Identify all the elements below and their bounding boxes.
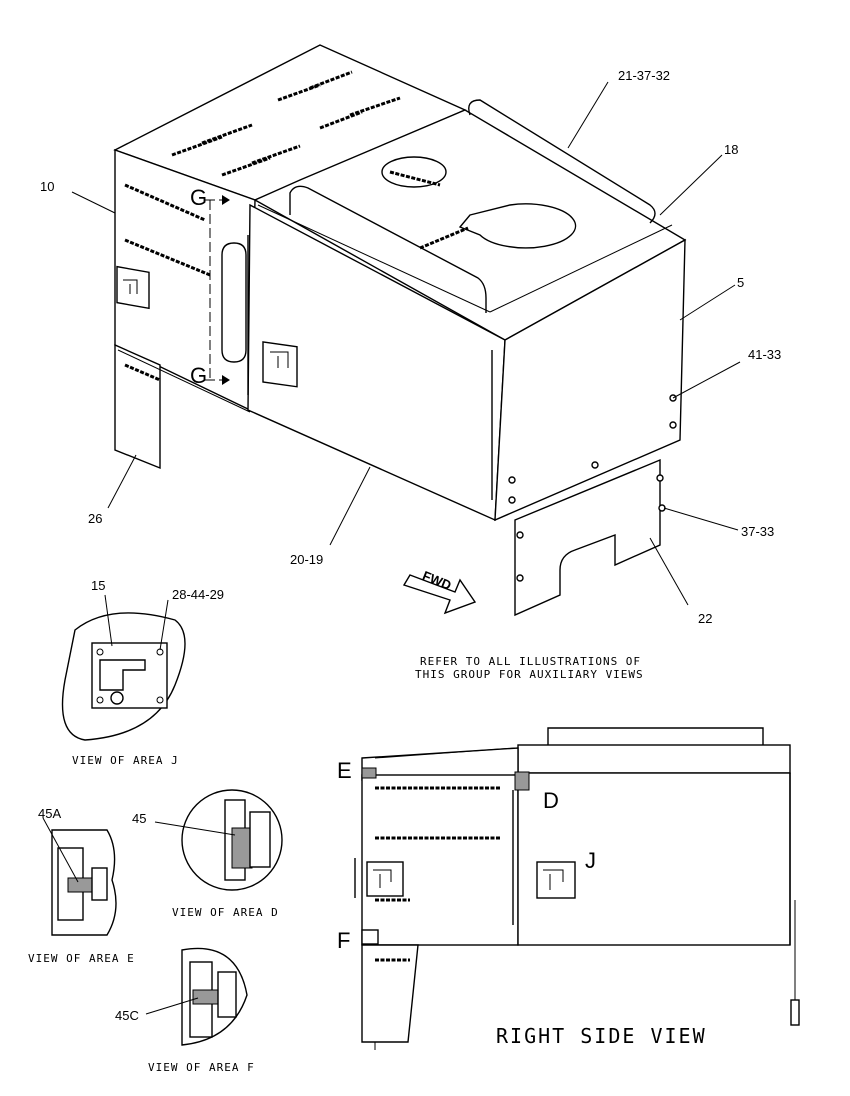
callout-15: 15 — [91, 578, 105, 593]
section-g-bottom: G — [190, 363, 207, 388]
front-end-panel — [494, 238, 686, 522]
note-text: REFER TO ALL ILLUSTRATIONS OF THIS GROUP… — [415, 655, 644, 681]
enclosure-isometric: FWD — [113, 44, 687, 617]
rear-top-vents — [171, 70, 401, 177]
top-opening-small — [381, 156, 447, 188]
view-area-e — [42, 817, 117, 936]
side-lower-rear — [361, 944, 419, 1043]
section-g-top: G — [190, 185, 207, 210]
top-opening-large — [458, 203, 577, 249]
right-side-view — [354, 727, 800, 1050]
front-latch — [262, 341, 298, 388]
fwd-arrow — [402, 574, 477, 615]
caption-area-f: VIEW OF AREA F — [148, 1061, 255, 1074]
callout-28-44-29: 28-44-29 — [172, 587, 224, 602]
callout-labels: 21-37-32 18 10 5 41-33 37-33 26 20-19 22… — [38, 68, 781, 1023]
lift-handle-front — [289, 185, 487, 313]
rear-latch — [116, 265, 150, 310]
callout-26: 26 — [88, 511, 102, 526]
note-line-2: THIS GROUP FOR AUXILIARY VIEWS — [415, 668, 644, 681]
view-area-d — [154, 789, 283, 891]
side-latch-front — [536, 861, 576, 899]
callout-20-19: 20-19 — [290, 552, 323, 567]
callout-37-33: 37-33 — [741, 524, 774, 539]
callout-45c: 45C — [115, 1008, 139, 1023]
front-skirt-panel — [514, 458, 661, 617]
view-caption-labels: VIEW OF AREA J VIEW OF AREA D VIEW OF AR… — [28, 754, 707, 1074]
caption-area-d: VIEW OF AREA D — [172, 906, 279, 919]
callout-45: 45 — [132, 811, 146, 826]
caption-area-e: VIEW OF AREA E — [28, 952, 135, 965]
callout-41-33: 41-33 — [748, 347, 781, 362]
callout-22: 22 — [698, 611, 712, 626]
leader-lines — [71, 81, 741, 606]
section-e: E — [337, 758, 352, 783]
side-rear-body — [361, 774, 519, 946]
side-vents — [375, 786, 500, 962]
section-d: D — [543, 788, 559, 813]
view-area-j — [61, 594, 186, 741]
note-line-1: REFER TO ALL ILLUSTRATIONS OF — [420, 655, 641, 668]
callout-45a: 45A — [38, 806, 61, 821]
lift-handle-rear — [468, 99, 656, 224]
caption-area-j: VIEW OF AREA J — [72, 754, 179, 767]
caption-right-side-view: RIGHT SIDE VIEW — [496, 1024, 707, 1048]
section-f: F — [337, 928, 350, 953]
door-handle — [221, 242, 247, 363]
lower-rear-panel — [114, 343, 161, 470]
side-front-body — [517, 772, 791, 946]
callout-18: 18 — [724, 142, 738, 157]
callout-10: 10 — [40, 179, 54, 194]
view-area-f — [145, 947, 248, 1046]
section-j: J — [585, 848, 596, 873]
rear-side-vents — [124, 183, 211, 382]
callout-21-37-32: 21-37-32 — [618, 68, 670, 83]
side-handle — [547, 727, 764, 748]
callout-5: 5 — [737, 275, 744, 290]
side-latch-rear — [366, 861, 404, 897]
section-marker-labels: G G E D J F — [190, 185, 596, 953]
